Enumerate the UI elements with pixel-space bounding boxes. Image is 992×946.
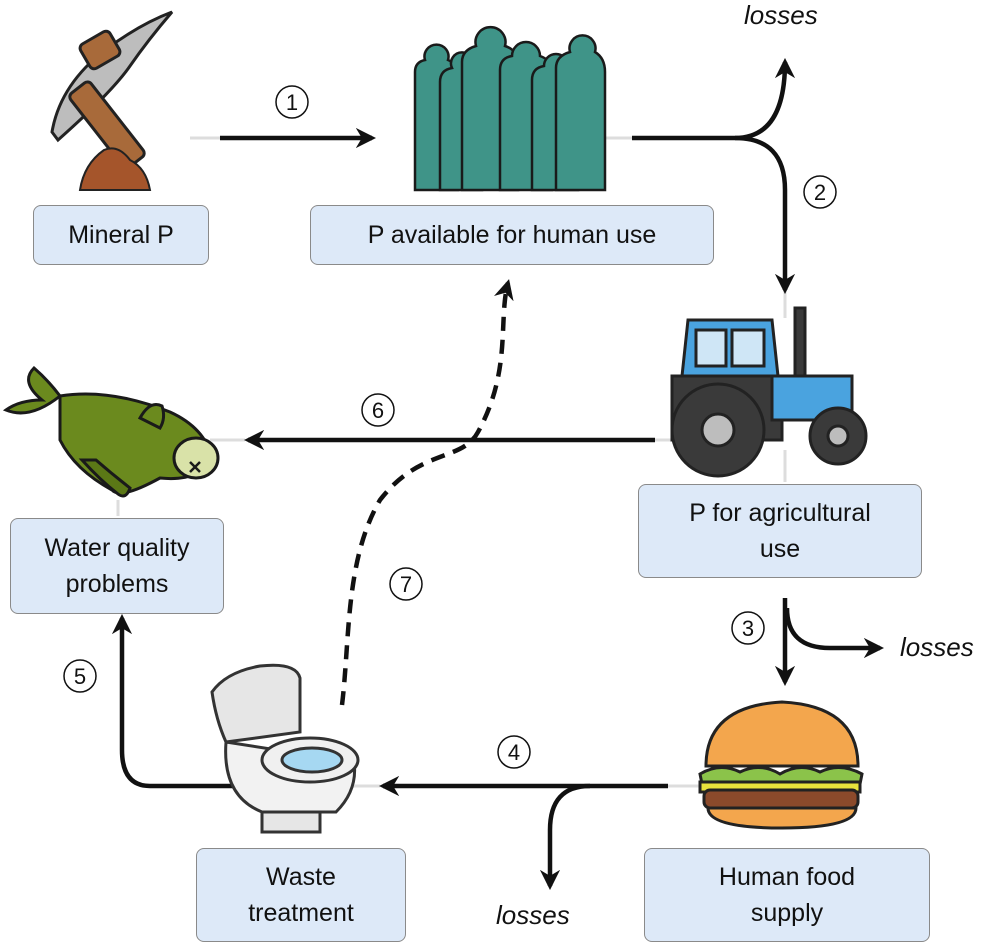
dead-fish-icon bbox=[2, 365, 220, 498]
step-number-2: 2 bbox=[803, 175, 837, 209]
tractor-icon bbox=[670, 306, 868, 478]
node-water-quality-problems: Water quality problems bbox=[10, 518, 224, 614]
node-food-line2: supply bbox=[750, 899, 824, 927]
svg-text:4: 4 bbox=[508, 740, 520, 765]
svg-text:3: 3 bbox=[742, 616, 754, 641]
node-p-agricultural-use: P for agricultural use bbox=[638, 484, 922, 578]
node-human-use-label: P available for human use bbox=[367, 221, 657, 249]
toilet-icon bbox=[210, 663, 360, 834]
node-waste-treatment: Waste treatment bbox=[196, 848, 406, 942]
node-food-line1: Human food bbox=[718, 863, 856, 891]
node-human-food-supply: Human food supply bbox=[644, 848, 930, 942]
arrow-losses-bottom bbox=[539, 783, 591, 891]
node-waste-line2: treatment bbox=[248, 899, 354, 927]
pickaxe-icon bbox=[50, 10, 174, 170]
node-p-available-human-use: P available for human use bbox=[310, 205, 714, 265]
svg-text:2: 2 bbox=[814, 180, 826, 205]
losses-label-bottom: losses bbox=[496, 900, 570, 930]
losses-label-right: losses bbox=[900, 632, 974, 662]
node-mineral-p-label: Mineral P bbox=[68, 221, 174, 249]
node-water-line1: Water quality bbox=[44, 534, 190, 562]
arrow-5 bbox=[111, 613, 240, 789]
flow-arrows bbox=[111, 57, 885, 891]
node-mineral-p: Mineral P bbox=[33, 205, 209, 265]
arrow-7-dashed bbox=[339, 279, 514, 706]
node-waste-line1: Waste bbox=[266, 863, 336, 891]
node-agricultural-line2: use bbox=[759, 535, 801, 563]
step-number-5: 5 bbox=[63, 659, 97, 693]
losses-label-top: losses bbox=[744, 0, 818, 30]
step-number-7: 7 bbox=[389, 567, 423, 601]
node-water-line2: problems bbox=[65, 570, 169, 598]
step-number-3: 3 bbox=[731, 611, 765, 645]
node-agricultural-line1: P for agricultural bbox=[689, 499, 871, 527]
ore-pile-icon bbox=[78, 147, 152, 191]
step-number-4: 4 bbox=[497, 735, 531, 769]
svg-text:5: 5 bbox=[74, 664, 86, 689]
step-number-6: 6 bbox=[361, 393, 395, 427]
burger-icon bbox=[698, 700, 864, 830]
step-number-1: 1 bbox=[275, 85, 309, 119]
arrow-losses-right bbox=[784, 607, 885, 659]
svg-text:6: 6 bbox=[372, 398, 384, 423]
arrow-losses-top bbox=[734, 57, 796, 141]
svg-text:1: 1 bbox=[286, 90, 298, 115]
svg-text:7: 7 bbox=[400, 572, 412, 597]
people-silhouette-icon bbox=[413, 25, 607, 192]
